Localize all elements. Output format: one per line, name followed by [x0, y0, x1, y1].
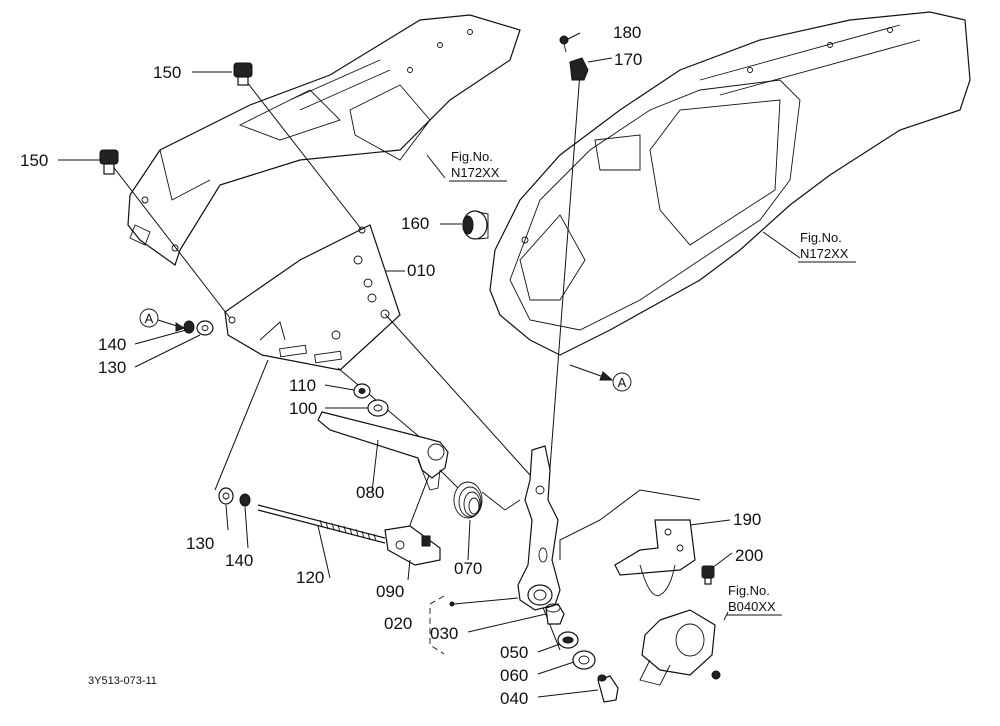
part-200-bolt — [701, 565, 715, 585]
fig-ref-n172xx-upper: Fig.No. N172XX — [449, 149, 507, 182]
svg-text:B040XX: B040XX — [728, 599, 776, 614]
label-150-top: 150 — [153, 63, 181, 82]
label-190: 190 — [733, 510, 761, 529]
svg-text:Fig.No.: Fig.No. — [451, 149, 493, 164]
label-050: 050 — [500, 643, 528, 662]
frame-panel-left — [127, 14, 521, 266]
svg-text:A: A — [145, 311, 154, 326]
label-020: 020 — [384, 614, 412, 633]
part-140-washer-lower — [239, 493, 251, 507]
part-130-washer-lower — [218, 487, 234, 505]
label-150-left: 150 — [20, 151, 48, 170]
fig-ref-n172xx-right: Fig.No. N172XX — [798, 230, 856, 263]
label-010: 010 — [407, 261, 435, 280]
part-060-washer — [572, 650, 596, 670]
label-160: 160 — [401, 214, 429, 233]
svg-text:A: A — [618, 375, 627, 390]
callout-labels: 150 150 180 170 160 010 140 130 110 100 … — [20, 23, 763, 708]
part-160-knob — [462, 210, 489, 240]
group-020-bracket — [429, 595, 519, 655]
switch-assembly-b040xx — [639, 609, 721, 686]
label-040: 040 — [500, 689, 528, 708]
callout-leaders — [58, 32, 801, 698]
part-180-screw — [559, 35, 569, 53]
label-060: 060 — [500, 666, 528, 685]
label-090: 090 — [376, 582, 404, 601]
fig-ref-b040xx: Fig.No. B040XX — [726, 583, 782, 616]
label-140-upper: 140 — [98, 335, 126, 354]
part-100-washer — [367, 399, 389, 417]
drawing-code: 3Y513-073-11 — [88, 675, 157, 687]
fender-housing-right — [489, 11, 971, 356]
part-150-bolt-left — [99, 149, 119, 175]
label-110: 110 — [289, 376, 316, 395]
svg-text:Fig.No.: Fig.No. — [728, 583, 770, 598]
part-120-threaded-rod — [257, 504, 386, 544]
part-020-main-lever — [517, 445, 561, 611]
part-140-washer-upper — [183, 320, 195, 334]
svg-text:Fig.No.: Fig.No. — [800, 230, 842, 245]
svg-text:N172XX: N172XX — [800, 246, 849, 261]
marker-a-right: A — [569, 364, 632, 392]
part-010-bracket-plate — [224, 224, 401, 371]
assembly-lines — [107, 71, 701, 651]
label-070: 070 — [454, 559, 482, 578]
part-090-block — [384, 525, 441, 566]
label-100: 100 — [289, 399, 317, 418]
label-130-lower: 130 — [186, 534, 214, 553]
part-050-washer — [557, 631, 579, 649]
label-200: 200 — [735, 546, 763, 565]
part-030-bushing — [545, 603, 565, 625]
part-040-pin — [597, 674, 619, 703]
label-170: 170 — [614, 50, 642, 69]
part-170-clip — [569, 57, 589, 81]
part-110-nut — [353, 383, 371, 399]
marker-a-left: A — [139, 308, 186, 332]
part-150-bolt-top — [233, 62, 253, 86]
label-180: 180 — [613, 23, 641, 42]
part-130-washer-upper — [196, 320, 214, 336]
label-140-lower: 140 — [225, 551, 253, 570]
label-030: 030 — [430, 624, 458, 643]
part-080-lever-arm — [317, 411, 449, 491]
label-080: 080 — [356, 483, 384, 502]
part-070-spring — [439, 469, 521, 519]
label-120: 120 — [296, 568, 324, 587]
label-130-upper: 130 — [98, 358, 126, 377]
svg-text:N172XX: N172XX — [451, 165, 500, 180]
part-190-bracket — [614, 519, 696, 597]
